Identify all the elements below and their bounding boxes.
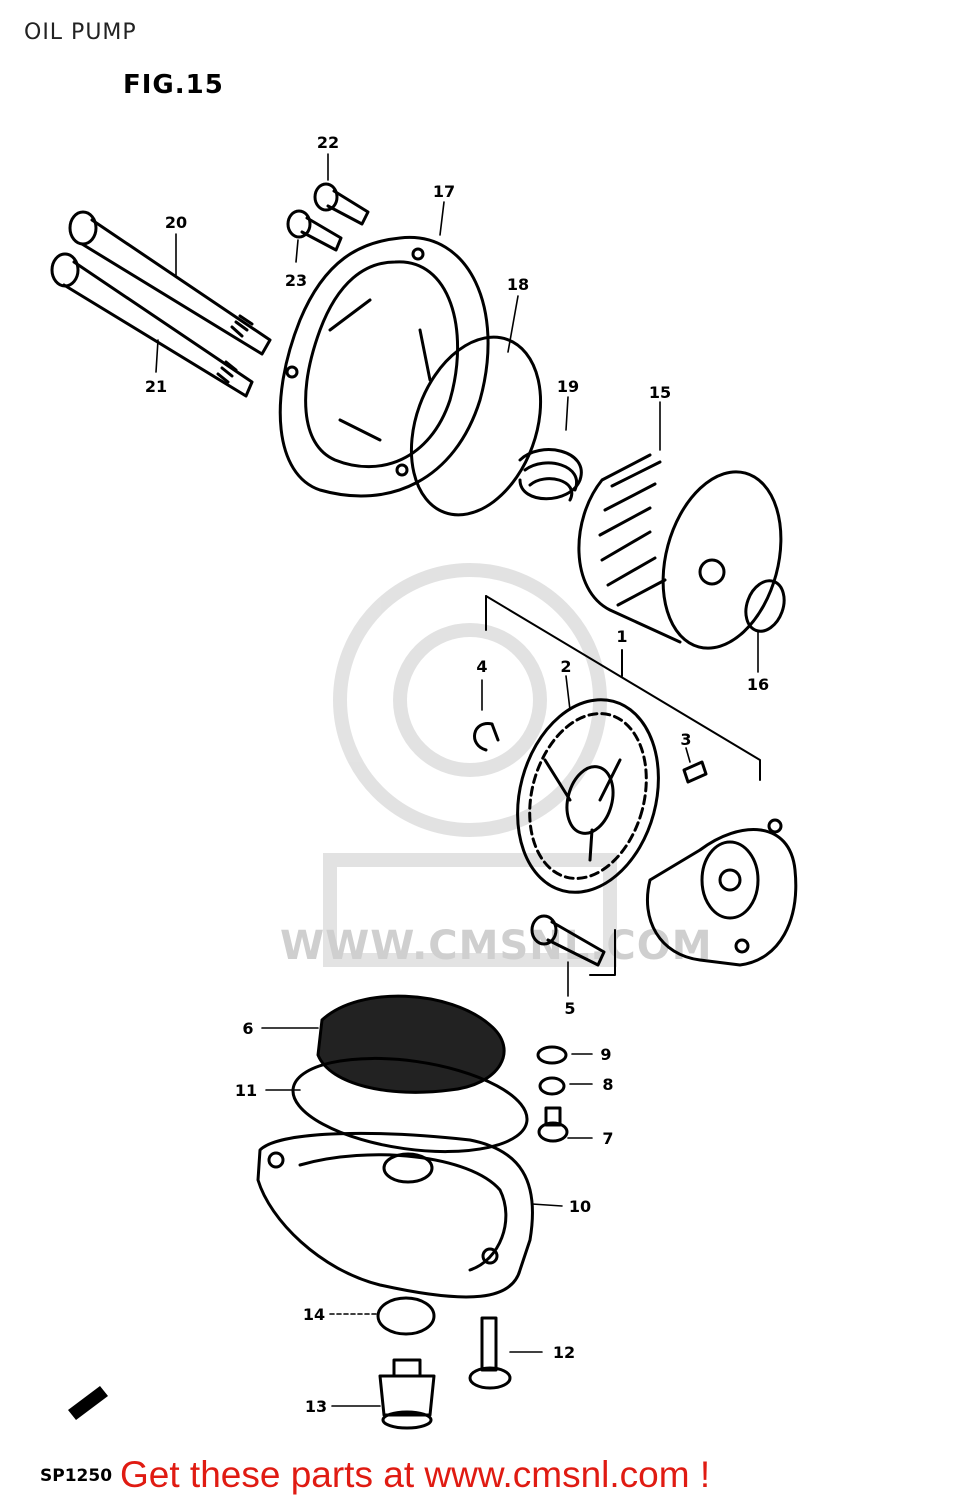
part-10-oil-pan <box>256 1131 534 1299</box>
callout-10: 10 <box>569 1197 591 1216</box>
callout-11: 11 <box>235 1081 257 1100</box>
figure-label: FIG.15 <box>123 70 224 100</box>
callout-21: 21 <box>145 377 167 396</box>
part-20-bolt <box>68 210 272 356</box>
part-1-assembly-bracket <box>485 595 761 976</box>
part-4-circlip <box>473 722 500 752</box>
part-3-pin <box>682 760 708 784</box>
callout-20: 20 <box>165 213 187 232</box>
callout-23: 23 <box>285 271 307 290</box>
callout-1: 1 <box>616 627 627 646</box>
part-16-o-ring <box>744 579 786 633</box>
part-23-screw <box>286 209 343 252</box>
part-6-plate <box>316 994 506 1094</box>
part-7-screw <box>537 1106 569 1143</box>
part-18-o-ring <box>409 335 543 517</box>
part-13-drain-plug <box>378 1358 436 1430</box>
callout-12: 12 <box>553 1343 575 1362</box>
page-title: OIL PUMP <box>24 20 137 45</box>
part-9-washer <box>536 1045 568 1065</box>
callout-9: 9 <box>600 1045 611 1064</box>
leader-lines <box>155 153 759 1407</box>
part-15-oil-filter <box>577 453 783 650</box>
part-21-bolt <box>50 252 254 398</box>
watermark-text: WWW.CMSNL.COM <box>280 923 713 969</box>
front-arrow-icon <box>68 1386 108 1420</box>
part-5-bolt <box>530 914 606 967</box>
promo-banner[interactable]: Get these parts at www.cmsnl.com ! <box>120 1454 711 1495</box>
callout-18: 18 <box>507 275 529 294</box>
callout-13: 13 <box>305 1397 327 1416</box>
callout-16: 16 <box>747 675 769 694</box>
diagram-code: SP1250 <box>40 1466 113 1486</box>
callout-22: 22 <box>317 133 339 152</box>
callout-8: 8 <box>602 1075 613 1094</box>
callout-4: 4 <box>476 657 487 676</box>
part-17-cover <box>278 236 490 498</box>
callout-6: 6 <box>242 1019 253 1038</box>
callout-14: 14 <box>303 1305 325 1324</box>
callout-7: 7 <box>602 1129 613 1148</box>
part-11-o-ring <box>291 1056 529 1154</box>
callout-2: 2 <box>560 657 571 676</box>
part-14-o-ring <box>376 1296 436 1336</box>
part-22-screw <box>313 182 370 226</box>
callout-19: 19 <box>557 377 579 396</box>
part-12-bolt <box>468 1316 512 1390</box>
callout-3: 3 <box>680 730 691 749</box>
part-2-gear <box>516 698 660 894</box>
callout-labels: 22 17 20 23 18 21 19 15 1 4 2 16 3 5 6 9… <box>145 133 769 1416</box>
callout-5: 5 <box>564 999 575 1018</box>
pump-body <box>645 818 798 967</box>
part-8-washer <box>538 1076 566 1096</box>
callout-17: 17 <box>433 182 455 201</box>
part-19-spring <box>518 448 583 502</box>
callout-15: 15 <box>649 383 671 402</box>
